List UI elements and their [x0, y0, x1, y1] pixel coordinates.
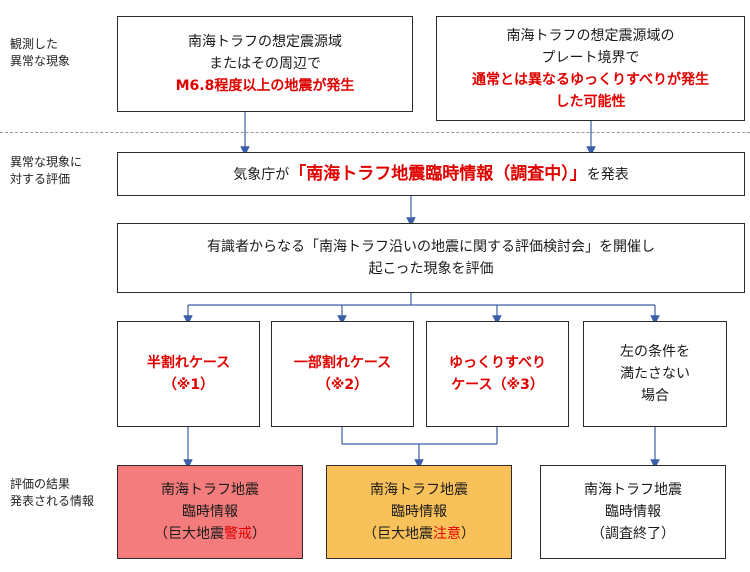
result-line: 南海トラフ地震 [584, 482, 682, 498]
observation-highlight: M6.8程度以上の地震が発生 [175, 78, 355, 94]
result-line: 南海トラフ地震 [161, 482, 259, 498]
case-note: ケース（※3） [451, 377, 544, 393]
side-label-line: 異常な現象 [10, 54, 71, 68]
result-box-investigation-end: 南海トラフ地震 臨時情報 （調査終了） [540, 465, 726, 559]
observation-box-slow-slip: 南海トラフの想定震源域の プレート境界で 通常とは異なるゆっくりすべりが発生 し… [436, 16, 745, 121]
case-title: 半割れケース [146, 355, 231, 371]
result-line: （巨大地震注意） [363, 523, 475, 545]
case-title: 一部割れケース [293, 355, 392, 371]
jma-announcement-box: 気象庁が「南海トラフ地震臨時情報（調査中）」を発表 [117, 152, 745, 196]
observation-line: プレート境界で [541, 49, 640, 66]
side-label-line: 評価の結果 [10, 477, 71, 491]
case-box-none: 左の条件を 満たさない 場合 [583, 321, 727, 427]
observation-box-earthquake: 南海トラフの想定震源域 またはその周辺で M6.8程度以上の地震が発生 [117, 16, 413, 112]
result-line: 南海トラフ地震 [370, 482, 468, 498]
jma-prefix: 気象庁が [233, 166, 290, 183]
committee-line: 有識者からなる「南海トラフ沿いの地震に関する評価検討会」を開催し [207, 239, 655, 255]
result-line: 臨時情報 [391, 504, 447, 520]
result-line: 臨時情報 [182, 504, 238, 520]
case-title: ゆっくりすべり [448, 355, 547, 371]
result-highlight: 注意 [433, 526, 461, 542]
result-text: （巨大地震 [363, 526, 433, 542]
side-label-result: 評価の結果 発表される情報 [10, 476, 94, 510]
jma-highlight: 「南海トラフ地震臨時情報（調査中）」 [289, 163, 587, 184]
case-line: 左の条件を [620, 344, 690, 360]
observation-highlight: 通常とは異なるゆっくりすべりが発生 [471, 71, 710, 88]
case-box-slow-slip: ゆっくりすべり ケース（※3） [426, 321, 569, 427]
result-line: （調査終了） [591, 526, 675, 542]
result-text: ） [461, 526, 475, 542]
committee-box: 有識者からなる「南海トラフ沿いの地震に関する評価検討会」を開催し 起こった現象を… [117, 223, 745, 293]
observation-line: またはその周辺で [208, 56, 321, 72]
result-line: 臨時情報 [605, 504, 661, 520]
section-divider [0, 132, 750, 133]
case-line: 場合 [641, 388, 669, 404]
observation-highlight: した可能性 [555, 93, 626, 110]
side-label-line: 対する評価 [10, 172, 71, 186]
side-label-line: 観測した [10, 37, 59, 51]
result-text: ） [252, 526, 266, 542]
result-highlight: 警戒 [224, 526, 252, 542]
side-label-line: 異常な現象に [10, 155, 83, 169]
observation-line: 南海トラフの想定震源域 [187, 34, 342, 50]
case-note: （※1） [162, 377, 215, 393]
case-note: （※2） [316, 377, 369, 393]
observation-line: 南海トラフの想定震源域の [506, 27, 675, 44]
case-box-partial-rupture: 一部割れケース （※2） [271, 321, 414, 427]
jma-suffix: を発表 [586, 166, 629, 183]
side-label-line: 発表される情報 [10, 494, 95, 508]
committee-line: 起こった現象を評価 [368, 261, 494, 277]
result-box-warning: 南海トラフ地震 臨時情報 （巨大地震警戒） [117, 465, 303, 559]
result-text: （巨大地震 [154, 526, 224, 542]
case-line: 満たさない [620, 366, 690, 382]
result-box-advisory: 南海トラフ地震 臨時情報 （巨大地震注意） [326, 465, 512, 559]
case-box-half-rupture: 半割れケース （※1） [117, 321, 260, 427]
result-line: （巨大地震警戒） [154, 523, 266, 545]
side-label-evaluation: 異常な現象に 対する評価 [10, 154, 82, 188]
side-label-observed: 観測した 異常な現象 [10, 36, 70, 70]
